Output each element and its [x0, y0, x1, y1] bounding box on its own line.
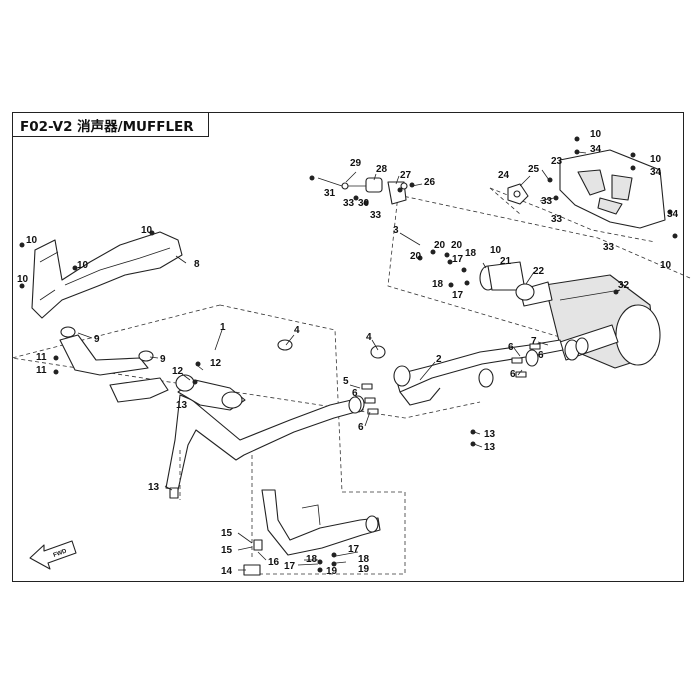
- callout-10a: 10: [26, 235, 38, 246]
- mounting-bracket: [507, 183, 529, 205]
- callout-11b: 11: [36, 365, 47, 376]
- callout-28: 28: [376, 164, 388, 175]
- callout-20b: 20: [434, 240, 446, 251]
- catalytic-converter: [479, 261, 535, 301]
- callout-14: 14: [221, 566, 233, 577]
- callout-17a: 17: [284, 561, 296, 572]
- hardware-dots: [19, 136, 678, 573]
- callout-9b: 9: [160, 354, 166, 365]
- callout-34a: 34: [590, 144, 602, 155]
- rubber-hanger: [341, 177, 408, 205]
- lower-pipe-section: [261, 489, 381, 556]
- callout-10b: 10: [77, 260, 89, 271]
- leader-lines: [77, 151, 621, 571]
- fwd-label: FWD: [53, 548, 69, 559]
- callout-10f: 10: [650, 154, 662, 165]
- callout-11a: 11: [36, 352, 47, 363]
- callout-8: 8: [194, 259, 200, 270]
- callout-26: 26: [424, 177, 436, 188]
- group-outline-muffler: [387, 194, 691, 341]
- callout-23: 23: [551, 156, 563, 167]
- callout-19b: 19: [358, 564, 370, 575]
- callout-13c: 13: [484, 442, 496, 453]
- callout-18d: 18: [432, 279, 444, 290]
- fwd-arrow-icon: FWD: [29, 540, 77, 570]
- callout-15a: 15: [221, 528, 233, 539]
- callout-6e: 6: [352, 388, 358, 399]
- callout-10c: 10: [17, 274, 29, 285]
- callout-1: 1: [220, 322, 226, 333]
- callout-33d: 33: [551, 214, 563, 225]
- callout-10h: 10: [490, 245, 502, 256]
- callout-13a: 13: [148, 482, 160, 493]
- heat-shield-front: [31, 231, 183, 319]
- callout-33b: 33: [370, 210, 382, 221]
- callout-34b: 34: [650, 167, 662, 178]
- callout-13d: 13: [176, 400, 188, 411]
- callout-6c: 6: [510, 369, 516, 380]
- callout-19a: 19: [326, 566, 338, 577]
- callout-24: 24: [498, 170, 510, 181]
- callout-31: 31: [324, 188, 336, 199]
- callout-20a: 20: [410, 251, 422, 262]
- callout-25: 25: [528, 164, 540, 175]
- callout-5: 5: [343, 376, 349, 387]
- callout-32: 32: [618, 280, 630, 291]
- callout-10e: 10: [590, 129, 602, 140]
- callout-6d: 6: [538, 350, 544, 361]
- callout-34c: 34: [667, 209, 679, 220]
- callout-30: 30: [358, 198, 370, 209]
- callout-2: 2: [436, 354, 442, 365]
- callout-10g: 10: [660, 260, 672, 271]
- callout-18a: 18: [306, 554, 318, 565]
- alignment-guides: [179, 450, 253, 560]
- callout-18b: 18: [358, 554, 370, 565]
- callout-20c: 20: [451, 240, 463, 251]
- callout-13b: 13: [484, 429, 496, 440]
- callout-12b: 12: [172, 366, 184, 377]
- callout-33a: 33: [343, 198, 355, 209]
- callout-17d: 17: [452, 290, 464, 301]
- callout-22: 22: [533, 266, 545, 277]
- callout-27: 27: [400, 170, 412, 181]
- callout-17b: 17: [348, 544, 360, 555]
- callout-9a: 9: [94, 334, 100, 345]
- callout-21: 21: [500, 256, 512, 267]
- callout-12a: 12: [210, 358, 222, 369]
- gaskets-and-fasteners: [169, 337, 589, 576]
- callout-16: 16: [268, 557, 280, 568]
- callout-3: 3: [393, 225, 399, 236]
- callout-7: 7: [531, 336, 537, 347]
- heat-shield-rear: [559, 149, 666, 229]
- header-pipe: [165, 374, 365, 491]
- callout-18c: 18: [465, 248, 477, 259]
- callout-15b: 15: [221, 545, 233, 556]
- callout-6b: 6: [508, 342, 514, 353]
- pipe-heat-shield: [59, 326, 169, 403]
- callout-4: 4: [294, 325, 300, 336]
- callout-10d: 10: [141, 225, 153, 236]
- callout-33e: 33: [603, 242, 615, 253]
- page-title: F02-V2 消声器/MUFFLER: [13, 113, 209, 137]
- callout-labels: 1 2 3 4 4 5 6 6 6 6 6 7 8 9 9 10 10 10 1…: [17, 129, 679, 577]
- callout-33c: 33: [541, 196, 553, 207]
- callout-17c: 17: [452, 254, 464, 265]
- callout-29: 29: [350, 158, 362, 169]
- callout-4b: 4: [366, 332, 372, 343]
- middle-pipe: [393, 339, 564, 406]
- callout-6a: 6: [358, 422, 364, 433]
